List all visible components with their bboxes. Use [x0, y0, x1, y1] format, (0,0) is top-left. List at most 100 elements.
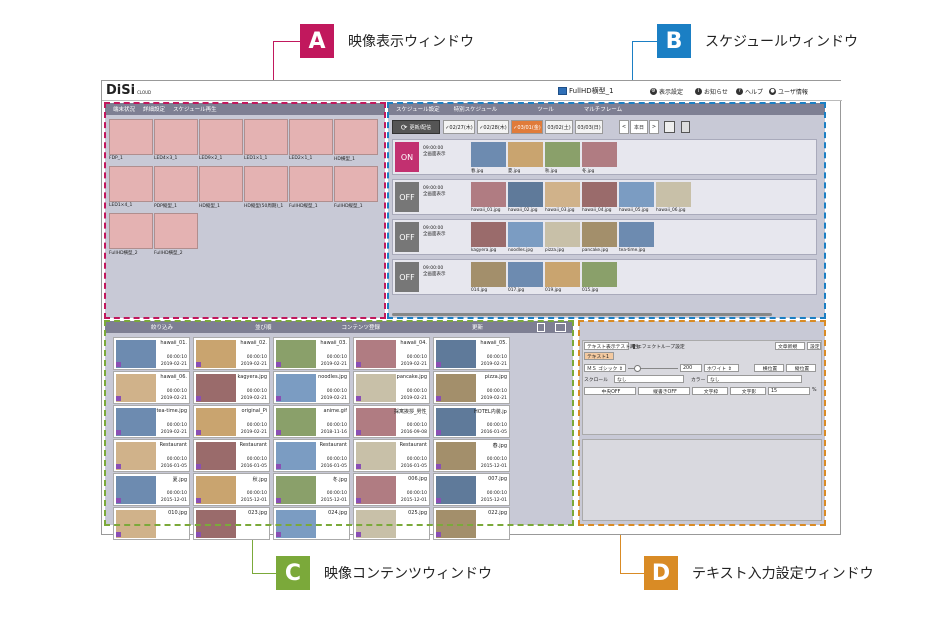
text-test-play-tab[interactable]: テキスト表示テスト再生: [584, 342, 640, 350]
display-tile[interactable]: [289, 166, 333, 202]
filter-button[interactable]: 絞り込み: [151, 325, 174, 331]
schedule-thumbnail[interactable]: [508, 262, 543, 287]
display-tile[interactable]: [244, 119, 288, 155]
display-tile[interactable]: [154, 119, 198, 155]
schedule-thumbnail[interactable]: [545, 142, 580, 167]
effect-loop-tab[interactable]: エフェクトループ設定: [631, 342, 685, 350]
text-frame-button[interactable]: 文字枠: [692, 387, 728, 395]
schedule-thumbnail[interactable]: [582, 182, 617, 207]
scroll-select[interactable]: なし: [614, 375, 684, 383]
content-card[interactable]: 010.jpg: [113, 507, 190, 540]
on-off-toggle[interactable]: OFF: [395, 222, 419, 252]
vertical-position-button[interactable]: 縦位置: [786, 364, 816, 372]
schedule-thumbnail[interactable]: [582, 222, 617, 247]
date-button[interactable]: 03/03(日): [575, 120, 603, 134]
schedule-thumbnail[interactable]: [508, 222, 543, 247]
user-info-link[interactable]: ●ユーザ情報: [769, 88, 808, 96]
schedule-thumbnail[interactable]: [471, 262, 506, 287]
schedule-thumbnail[interactable]: [582, 142, 617, 167]
display-tile[interactable]: [334, 119, 378, 155]
new-text-button[interactable]: 文章新規: [775, 342, 805, 350]
text-preview-area[interactable]: [582, 439, 822, 521]
today-button[interactable]: 本日: [630, 120, 648, 134]
display-tile[interactable]: [199, 119, 243, 155]
on-off-toggle[interactable]: OFF: [395, 182, 419, 212]
window-title[interactable]: FullHD横型_1: [558, 86, 614, 96]
text-shadow-button[interactable]: 文字影: [730, 387, 766, 395]
tab-terminal-status[interactable]: 端末状況: [113, 107, 136, 113]
tab-detail-settings[interactable]: 詳細設定: [143, 107, 166, 113]
content-card[interactable]: 024.jpg: [273, 507, 350, 540]
schedule-thumbnail[interactable]: [545, 182, 580, 207]
schedule-thumbnail[interactable]: [582, 262, 617, 287]
settings-button[interactable]: 設定: [807, 342, 821, 350]
display-tile[interactable]: [244, 166, 288, 202]
font-select[interactable]: ＭＳ ゴシック ⇕: [584, 364, 626, 372]
display-tile[interactable]: [109, 166, 153, 202]
schedule-thumbnail[interactable]: [545, 262, 580, 287]
schedule-thumbnail[interactable]: [545, 222, 580, 247]
date-button[interactable]: ✓02/27(木): [443, 120, 475, 134]
calendar-icon[interactable]: [664, 121, 675, 133]
prev-day-button[interactable]: <: [619, 120, 629, 134]
display-tile[interactable]: [334, 166, 378, 202]
size-input[interactable]: 200: [680, 364, 702, 372]
display-tile[interactable]: [154, 213, 198, 249]
content-card[interactable]: 025.jpg: [353, 507, 430, 540]
display-settings-link[interactable]: ⚙表示設定: [650, 88, 684, 96]
content-card[interactable]: 023.jpg: [193, 507, 270, 540]
bg-color-select[interactable]: なし: [707, 375, 802, 383]
color-select[interactable]: ホワイト ⇕: [704, 364, 739, 372]
date-button[interactable]: ✓02/28(木): [477, 120, 509, 134]
tab-tools[interactable]: ツール: [537, 107, 554, 113]
date-button[interactable]: ✓03/01(金): [511, 120, 543, 134]
content-edit-icon[interactable]: [555, 323, 566, 332]
vertical-writing-toggle[interactable]: 縦書きOFF: [638, 387, 690, 395]
next-day-button[interactable]: >: [649, 120, 659, 134]
schedule-scrollbar[interactable]: [392, 313, 772, 316]
percent-input[interactable]: 15: [768, 387, 810, 395]
schedule-thumbnail[interactable]: [656, 182, 691, 207]
text1-tab[interactable]: テキスト1: [584, 352, 614, 360]
display-tile[interactable]: [109, 213, 153, 249]
update-deliver-button[interactable]: ⟳更新/配信: [392, 120, 440, 134]
size-slider-handle[interactable]: [634, 365, 641, 372]
horizontal-position-button[interactable]: 横位置: [754, 364, 784, 372]
schedule-thumbnail[interactable]: [508, 182, 543, 207]
center-toggle[interactable]: 中央OFF: [584, 387, 636, 395]
on-off-toggle[interactable]: ON: [395, 142, 419, 172]
trash-icon[interactable]: [681, 121, 690, 133]
help-link[interactable]: ?ヘルプ: [736, 87, 763, 96]
content-trash-icon[interactable]: [537, 323, 545, 332]
display-tile[interactable]: [109, 119, 153, 155]
refresh-button[interactable]: 更新: [472, 325, 484, 331]
on-off-toggle[interactable]: OFF: [395, 262, 419, 292]
